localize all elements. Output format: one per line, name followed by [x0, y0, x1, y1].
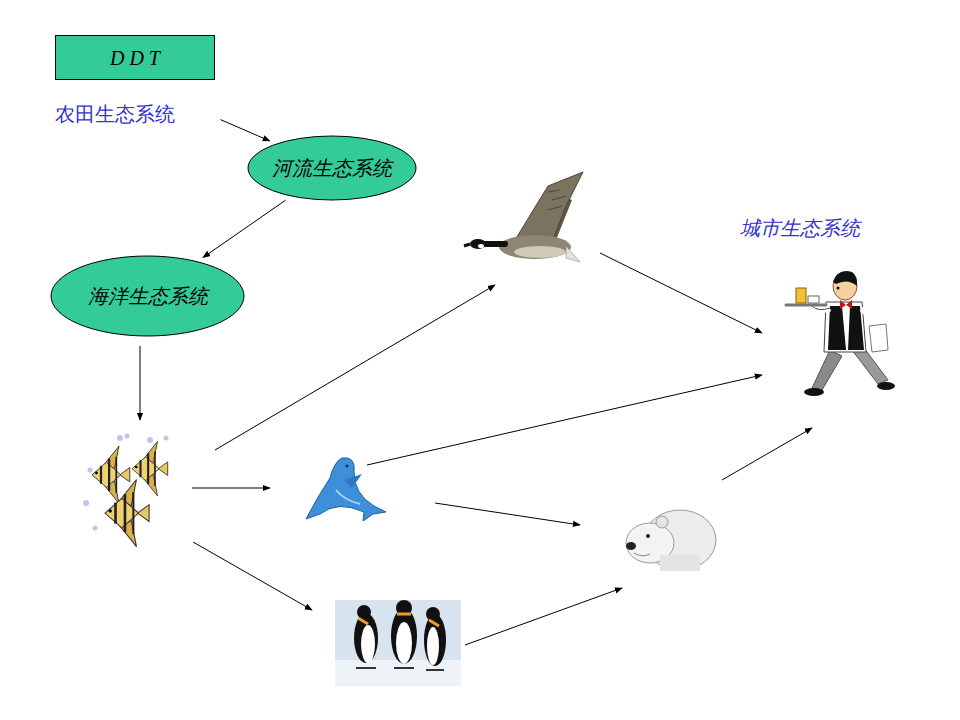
waiter: [828, 306, 846, 350]
node-box: D D T: [55, 35, 215, 80]
waiter: [786, 271, 895, 396]
waiter: [796, 288, 806, 303]
waiter: [812, 306, 830, 310]
polar-bear: [626, 542, 636, 550]
penguin-photo: [391, 608, 417, 664]
polar-bear: [660, 555, 700, 571]
penguin-photo: [358, 618, 368, 624]
ellipse-shape: [51, 256, 244, 336]
food-chain-arrows: [435, 503, 580, 525]
goose: [548, 190, 566, 210]
node-text: 河流生态系统: [272, 156, 392, 180]
penguin-photo: [361, 625, 375, 663]
penguin-photo: [354, 613, 378, 663]
food-chain-arrows: [722, 428, 812, 480]
waiter: [833, 272, 857, 300]
fish-school: [88, 468, 93, 473]
fish-school: [147, 437, 153, 443]
ecosystem-ellipse: 海洋生态系统: [50, 255, 245, 337]
node-body: 河流生态系统: [247, 135, 417, 201]
node-body: 海洋生态系统: [50, 255, 245, 337]
food-chain-arrows: [193, 542, 312, 610]
goose: [464, 244, 470, 246]
dolphin: [306, 458, 386, 521]
waiter: [786, 304, 826, 307]
flow-arrow: [221, 120, 270, 141]
goose: [499, 235, 571, 259]
waiter: [812, 306, 830, 310]
penguin-photo: [396, 600, 412, 616]
penguin-photo: [335, 660, 461, 686]
fish-school: [83, 434, 169, 547]
food-chain-arrows: [215, 285, 495, 450]
dolphin: [306, 458, 386, 521]
node-heading: 农田生态系统: [55, 102, 215, 126]
penguin-photo: [396, 622, 412, 664]
waiter: [840, 300, 852, 309]
penguin-photo: [356, 668, 444, 670]
waiter: [837, 287, 840, 290]
waiter: [804, 388, 824, 396]
waiter: [877, 382, 895, 390]
food-chain-arrows: [140, 253, 812, 645]
goose: [566, 246, 580, 262]
polar-bear: [656, 516, 668, 528]
goose: [514, 246, 566, 258]
node-text: 海洋生态系统: [88, 284, 208, 308]
fish-school: [93, 526, 98, 531]
penguin-photo: [335, 600, 461, 686]
penguin-photo: [397, 613, 411, 616]
ecosystem-label: 城市生态系统: [740, 216, 860, 240]
waiter: [808, 296, 819, 303]
waiter: [848, 306, 864, 350]
dolphin: [346, 465, 349, 468]
penguin-photo: [424, 614, 446, 666]
fish-school: [105, 480, 149, 547]
food-chain-arrows: [465, 588, 622, 645]
source-box: D D T 农田生态系统: [55, 35, 215, 130]
goose: [470, 239, 486, 249]
fish-school: [117, 435, 123, 441]
waiter: [869, 324, 888, 352]
fish-school: [83, 500, 89, 506]
food-chain-arrows: [367, 375, 762, 465]
penguin-photo: [335, 600, 461, 686]
ecosystem-ellipse: 河流生态系统: [247, 135, 417, 201]
food-chain-arrows: [192, 488, 270, 489]
goose: [515, 172, 583, 242]
polar-bear: [626, 510, 716, 571]
flow-arrow: [203, 200, 286, 257]
ellipse-shape: [248, 136, 416, 200]
polar-bear: [646, 534, 650, 538]
waiter: [812, 350, 842, 390]
polar-bear: [634, 553, 650, 556]
penguin-photo: [426, 607, 440, 621]
waiter: [833, 271, 857, 286]
penguin-photo: [357, 605, 371, 619]
waiter: [852, 348, 888, 384]
penguin-photo: [429, 620, 439, 626]
fish-school: [132, 442, 168, 496]
goose: [464, 172, 583, 262]
food-chain-arrows: [600, 253, 762, 333]
food-chain-arrows: [140, 346, 141, 420]
goose: [478, 244, 484, 248]
fish-school: [125, 434, 130, 439]
dolphin: [344, 474, 362, 488]
penguin-photo: [427, 627, 439, 665]
dolphin: [336, 490, 360, 504]
node-text: D D T: [110, 46, 160, 70]
fish-school: [164, 436, 169, 441]
